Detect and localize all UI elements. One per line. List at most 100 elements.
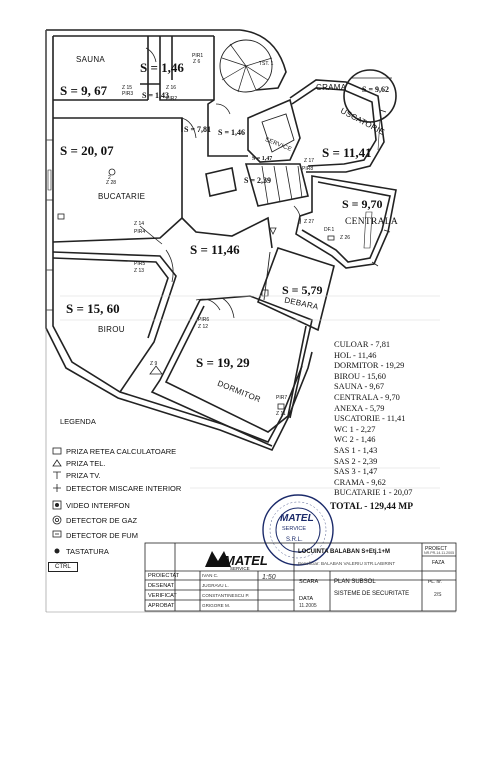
video-intercom-icon	[52, 500, 62, 510]
tag-z11: Z 11	[276, 411, 286, 417]
tag-pir6: PIR6	[198, 317, 210, 323]
legend-item: DETECTOR DE FUM	[66, 531, 138, 540]
schedule-line: CULOAR - 7,81	[334, 340, 391, 349]
legend-title: LEGENDA	[60, 417, 96, 426]
tag-z17: Z 17	[304, 158, 315, 164]
area-sas-small: S = 1,43	[142, 91, 170, 100]
area-wc: S = 1,46	[218, 128, 246, 137]
role-aprobat: APROBAT	[148, 603, 175, 609]
tag-z28: Z 28	[106, 180, 117, 186]
room-birou-label: BIROU	[98, 325, 125, 334]
area-culoar-small: S = 7,81	[184, 125, 212, 134]
area-sas-top: S = 1,46	[140, 60, 184, 75]
schedule-line: WC 1 - 2,27	[334, 424, 376, 434]
tag-z16: Z 16	[166, 85, 177, 91]
role-desenat: DESENAT	[148, 583, 175, 589]
title-pl-label: PL. nr.	[428, 580, 442, 585]
legend-item: PRIZA TV.	[66, 471, 101, 480]
schedule-line: SAUNA - 9,67	[334, 382, 385, 392]
role-verificat: VERIFICAT	[148, 593, 177, 599]
title-system: SISTEME DE SECURITATE	[334, 591, 410, 597]
area-uscatorie: S = 11,41	[322, 145, 372, 160]
tag-z2: 2	[108, 175, 111, 181]
schedule-line: ANEXA - 5,79	[334, 403, 385, 413]
stamp-brand: MATEL	[280, 513, 314, 524]
area-crama: S = 9,62	[362, 85, 390, 94]
schedule-line: CRAMA - 9,62	[334, 477, 386, 487]
tag-z14: Z 14	[134, 221, 145, 227]
area-dormitor: S = 19, 29	[196, 355, 250, 370]
title-logo-sub: SERVICE	[230, 566, 250, 571]
stamp-service: SERVICE	[282, 526, 307, 532]
tag-z13: Z 13	[134, 268, 145, 274]
schedule-line: WC 2 - 1,46	[334, 435, 376, 445]
role-proiectat: PROIECTAT	[148, 573, 180, 579]
title-pl-no: 2/S	[434, 592, 442, 598]
title-object: LOCUINTA BALABAN S+Etj.1+M	[298, 549, 391, 555]
title-project-no: NR.PR-14.11.2005	[424, 551, 455, 555]
schedule-line: DORMITOR - 19,29	[334, 361, 405, 371]
tag-df1: DF.1	[324, 227, 335, 233]
room-crama-label: CRAMA	[316, 83, 347, 92]
name-desenat: JUGRAVU L.	[202, 583, 229, 588]
title-data-label: DATA	[299, 596, 314, 602]
gas-detector-icon	[52, 515, 62, 525]
schedule-line: HOL - 11,46	[334, 350, 377, 360]
tag-pir2: PIR2	[166, 96, 178, 102]
legend-item: DETECTOR DE GAZ	[66, 516, 138, 525]
tag-z12: Z 12	[198, 324, 209, 330]
area-schedule: CULOAR - 7,81 HOL - 11,46 DORMITOR - 19,…	[334, 340, 464, 499]
name-aprobat: GRIGORE M.	[202, 603, 231, 608]
tag-pir7: PIR7	[276, 395, 288, 401]
area-sas-mid: S = 1,47	[252, 156, 273, 162]
tag-pir4: PIR4	[134, 229, 146, 235]
schedule-line: CENTRALA - 9,70	[334, 392, 400, 402]
tag-pir5: PIR5	[134, 261, 146, 267]
tag-pir8: PIR8	[302, 166, 314, 172]
ctrl-label: CTRL	[48, 562, 78, 572]
area-birou: S = 15, 60	[66, 301, 120, 316]
motion-detector-icon	[53, 484, 61, 492]
legend-item: PRIZA RETEA CALCULATOARE	[66, 447, 177, 456]
area-debara: S = 5,79	[282, 283, 323, 297]
area-sauna: S = 9, 67	[60, 83, 108, 98]
tag-z26: Z 26	[340, 235, 351, 241]
legend-item: VIDEO INTERFON	[66, 501, 130, 510]
schedule-line: SAS 3 - 1,47	[334, 467, 378, 477]
title-plan: PLAN SUBSOL	[334, 579, 376, 585]
tv-outlet-icon	[53, 471, 61, 479]
stamp-srl: S.R.L.	[286, 537, 303, 543]
area-sas-stair: S = 2,39	[244, 176, 272, 185]
title-faza: FAZA	[432, 560, 445, 566]
area-hol: S = 11,46	[190, 242, 240, 257]
tag-pir3: PIR3	[122, 91, 134, 97]
room-sauna-label: SAUNA	[76, 55, 106, 64]
tag-z27: Z 27	[304, 219, 315, 225]
total-area: TOTAL - 129,44 MP	[330, 502, 414, 512]
area-bucatarie: S = 20, 07	[60, 143, 114, 158]
schedule-line: SAS 2 - 2,39	[334, 456, 378, 466]
tag-pir1: PIR1	[192, 53, 204, 59]
name-verificat: CONSTANTINESCU P.	[202, 593, 250, 598]
keypad-icon	[54, 548, 60, 554]
room-bucatarie-label: BUCATARIE	[98, 192, 146, 201]
area-centrala: S = 9,70	[342, 197, 383, 211]
tag-tst1: TST. 1	[259, 61, 274, 67]
phone-outlet-icon	[52, 459, 62, 467]
network-outlet-icon	[52, 447, 62, 455]
room-centrala-label: CENTRALA	[345, 217, 399, 227]
schedule-line: USCATORIE - 11,41	[334, 414, 406, 424]
tag-z9: Z 9	[150, 361, 158, 367]
name-proiectat: IVAN C.	[202, 573, 219, 578]
title-scale: 1:50	[262, 574, 276, 581]
schedule-line: BUCATARIE 1 - 20,07	[334, 488, 413, 498]
title-logo-main: MATEL	[224, 553, 268, 568]
matel-logo-icon	[205, 551, 231, 567]
title-scara-label: SCARA	[299, 579, 319, 585]
tag-z15: Z 15	[122, 85, 133, 91]
title-date: 11.2005	[299, 603, 317, 609]
legend-item: DETECTOR MISCARE INTERIOR	[66, 484, 182, 493]
tag-z6: Z 6	[193, 59, 201, 65]
legend-item: PRIZA TEL.	[66, 459, 106, 468]
